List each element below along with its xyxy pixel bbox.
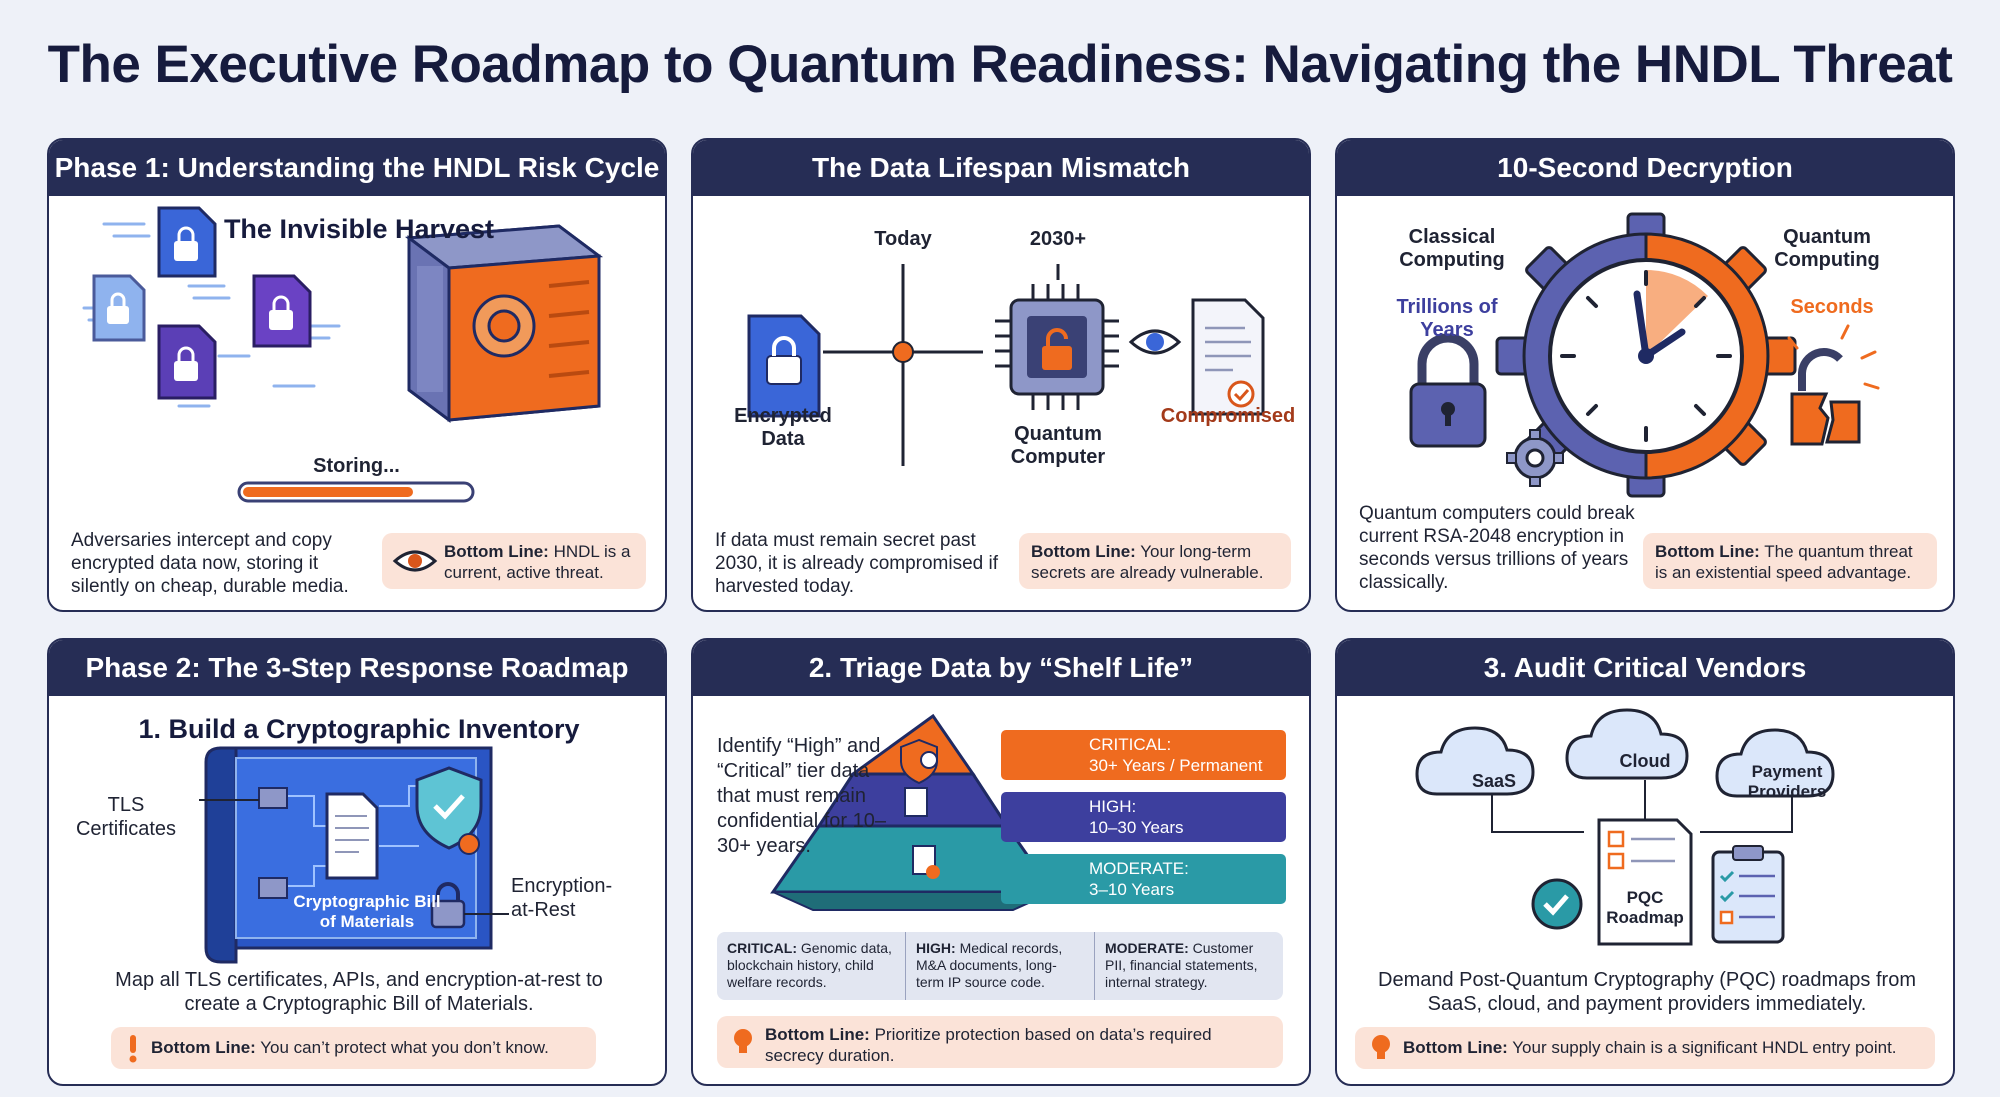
- locked-file-icon: [92, 274, 146, 342]
- lightbulb-icon: [734, 1029, 752, 1053]
- check-circle-icon: [1531, 878, 1583, 930]
- bottom-line-text: Your supply chain is a significant HNDL …: [1512, 1038, 1897, 1057]
- harvest-illustration: [82, 206, 604, 503]
- locked-file-icon: [747, 314, 821, 418]
- classical-label: Classical Computing: [1399, 226, 1505, 271]
- bottom-line-box: Bottom Line: Your long-term secrets are …: [1019, 533, 1291, 589]
- gear-icon: [1506, 429, 1564, 487]
- broken-padlock-icon: [1787, 324, 1880, 446]
- bottom-line-text: You can’t protect what you don’t know.: [260, 1038, 549, 1057]
- pyramid-icon: [770, 713, 1056, 911]
- panel-triage: 2. Triage Data by “Shelf Life” Identify …: [691, 638, 1311, 1086]
- lifespan-illustration: [747, 264, 1265, 466]
- bottom-line-box: Bottom Line: The quantum threat is an ex…: [1643, 533, 1937, 589]
- tier-moderate: MODERATE: 3–10 Years: [1001, 854, 1286, 904]
- panel-body: If data must remain secret past 2030, it…: [715, 530, 999, 597]
- triage-cell-high: HIGH: Medical records, M&A documents, lo…: [905, 932, 1094, 1000]
- cloud-icon: [1715, 728, 1835, 798]
- cloud-label-cloud: Cloud: [1619, 751, 1671, 771]
- pqc-roadmap-label: PQC Roadmap: [1606, 888, 1684, 927]
- bottom-line-text: HNDL is a current, active threat.: [444, 542, 631, 582]
- locked-file-icon: [157, 324, 217, 400]
- year-2030-label: 2030+: [1029, 228, 1087, 250]
- padlock-icon: [1409, 333, 1487, 448]
- padlock-icon: [430, 882, 466, 929]
- locked-file-icon: [252, 274, 312, 348]
- panel-hndl-risk-cycle: Phase 1: Understanding the HNDL Risk Cyc…: [47, 138, 667, 612]
- bottom-line-text: Your long-term secrets are already vulne…: [1031, 542, 1264, 582]
- vendors-illustration: [1415, 708, 1835, 946]
- quantum-computer-label: Quantum Computer: [1010, 423, 1106, 468]
- bottom-line-label: Bottom Line:: [765, 1025, 870, 1044]
- encryption-at-rest-label: Encryption-at-Rest: [511, 875, 613, 921]
- decryption-illustration: [1409, 212, 1880, 498]
- panel-data-lifespan: The Data Lifespan Mismatch: [691, 138, 1311, 612]
- shield-icon: [415, 766, 483, 855]
- panel-header: 10-Second Decryption: [1337, 140, 1953, 196]
- bottom-line-label: Bottom Line:: [1655, 542, 1760, 561]
- chip-icon: [995, 284, 1119, 410]
- panel-header: Phase 2: The 3-Step Response Roadmap: [49, 640, 665, 696]
- inventory-illustration: [199, 746, 509, 964]
- bottom-line-text: The quantum threat is an existential spe…: [1655, 542, 1913, 582]
- quantum-time: Seconds: [1790, 296, 1874, 318]
- cbom-label: Cryptographic Bill of Materials: [293, 892, 441, 931]
- bottom-line-box: Bottom Line: Your supply chain is a sign…: [1355, 1027, 1935, 1069]
- storing-progress-fill: [243, 487, 413, 497]
- panel-decryption: 10-Second Decryption: [1335, 138, 1955, 612]
- panel-subtitle: 1. Build a Cryptographic Inventory: [138, 714, 580, 744]
- bottom-line-box: Bottom Line: Prioritize protection based…: [717, 1016, 1283, 1068]
- today-marker: [892, 341, 914, 363]
- bottom-line-label: Bottom Line:: [1403, 1038, 1508, 1057]
- panel-header: 3. Audit Critical Vendors: [1337, 640, 1953, 696]
- cloud-label-saas: SaaS: [1471, 771, 1517, 791]
- cloud-label-payment: Payment Providers: [1747, 762, 1827, 801]
- panel-body: Map all TLS certificates, APIs, and encr…: [115, 969, 603, 1015]
- triage-table: CRITICAL: Genomic data, blockchain histo…: [717, 932, 1283, 1000]
- panel-subtitle: The Invisible Harvest: [223, 214, 495, 244]
- tls-certificates-label: TLS Certificates: [75, 794, 177, 840]
- tier-high: HIGH: 10–30 Years: [1001, 792, 1286, 842]
- exclamation-icon: [129, 1035, 137, 1063]
- panel-body: Identify “High” and “Critical” tier data…: [717, 735, 887, 857]
- bottom-line-label: Bottom Line:: [444, 542, 549, 561]
- panel-response-roadmap: Phase 2: The 3-Step Response Roadmap 1. …: [47, 638, 667, 1086]
- compromised-label: Compromised: [1160, 405, 1296, 427]
- safe-icon: [404, 224, 604, 423]
- locked-file-icon: [157, 206, 217, 278]
- bottom-line-box: Bottom Line: HNDL is a current, active t…: [382, 533, 646, 589]
- panel-body: Demand Post-Quantum Cryptography (PQC) r…: [1378, 969, 1916, 1015]
- panel-audit-vendors: 3. Audit Critical Vendors SaaS Cloud Pay…: [1335, 638, 1955, 1086]
- encrypted-data-label: Encrypted Data: [734, 405, 832, 450]
- bottom-line-label: Bottom Line:: [151, 1038, 256, 1057]
- tier-critical: CRITICAL: 30+ Years / Permanent: [1001, 730, 1286, 780]
- bottom-line-text: Prioritize protection based on data’s re…: [765, 1025, 1212, 1065]
- storing-label: Storing...: [313, 455, 400, 477]
- panel-header: 2. Triage Data by “Shelf Life”: [693, 640, 1309, 696]
- bottom-line-box: Bottom Line: You can’t protect what you …: [111, 1027, 596, 1069]
- lightbulb-icon: [1372, 1035, 1390, 1059]
- checklist-icon: [1597, 818, 1693, 946]
- classical-time: Trillions of Years: [1396, 296, 1498, 341]
- panel-body: Quantum computers could break current RS…: [1359, 503, 1635, 593]
- panel-body: Adversaries intercept and copy encrypted…: [71, 530, 349, 597]
- eye-icon: [392, 550, 438, 572]
- quantum-label: Quantum Computing: [1774, 226, 1880, 271]
- page-title: The Executive Roadmap to Quantum Readine…: [47, 35, 1953, 94]
- today-label: Today: [874, 228, 932, 250]
- clipboard-icon: [1711, 845, 1785, 944]
- triage-cell-critical: CRITICAL: Genomic data, blockchain histo…: [727, 940, 892, 990]
- bottom-line-label: Bottom Line:: [1031, 542, 1136, 561]
- cloud-icon: [1415, 726, 1535, 796]
- eye-icon: [1128, 329, 1182, 355]
- panel-header: The Data Lifespan Mismatch: [693, 140, 1309, 196]
- panel-header: Phase 1: Understanding the HNDL Risk Cyc…: [49, 140, 665, 196]
- triage-cell-moderate: MODERATE: Customer PII, financial statem…: [1094, 932, 1283, 1000]
- document-icon: [1191, 298, 1265, 416]
- cloud-icon: [1565, 708, 1689, 780]
